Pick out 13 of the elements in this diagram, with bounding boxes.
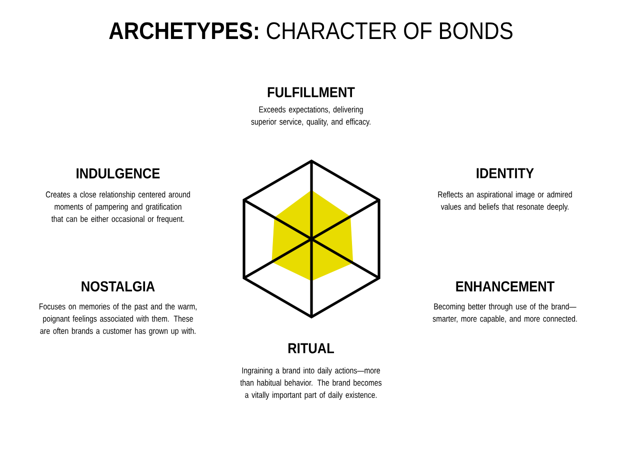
description-text: Ingraining a brand into daily actions—more than habitual behavior. The brand becomes a vitally important part of daily existence. [240, 367, 382, 400]
title: ARCHETYPES: CHARACTER OF BONDS [109, 22, 512, 40]
description-text: Becoming better through use of the brand—smarter, more capable, and more connected. [432, 303, 577, 324]
description-text: Exceeds expectations, delivering superior service, quality, and efficacy. [251, 106, 370, 126]
description-text: Focuses on memories of the past and the warm, poignant feelings associated with them. These are often brands a customer has grown up with. [40, 303, 196, 336]
heading: IDENTITY [476, 168, 534, 178]
description-text: Creates a close relationship centered around moments of pampering and gratification that can be either occasional or frequent. [46, 191, 190, 224]
heading: RITUAL [288, 343, 334, 354]
heading: ENHANCEMENT [456, 281, 554, 292]
heading: FULFILLMENT [268, 87, 355, 98]
heading: INDULGENCE [76, 168, 160, 178]
description-text: Reflects an aspirational image or admired values and beliefs that resonate deeply. [438, 191, 572, 212]
heading: NOSTALGIA [82, 281, 155, 292]
